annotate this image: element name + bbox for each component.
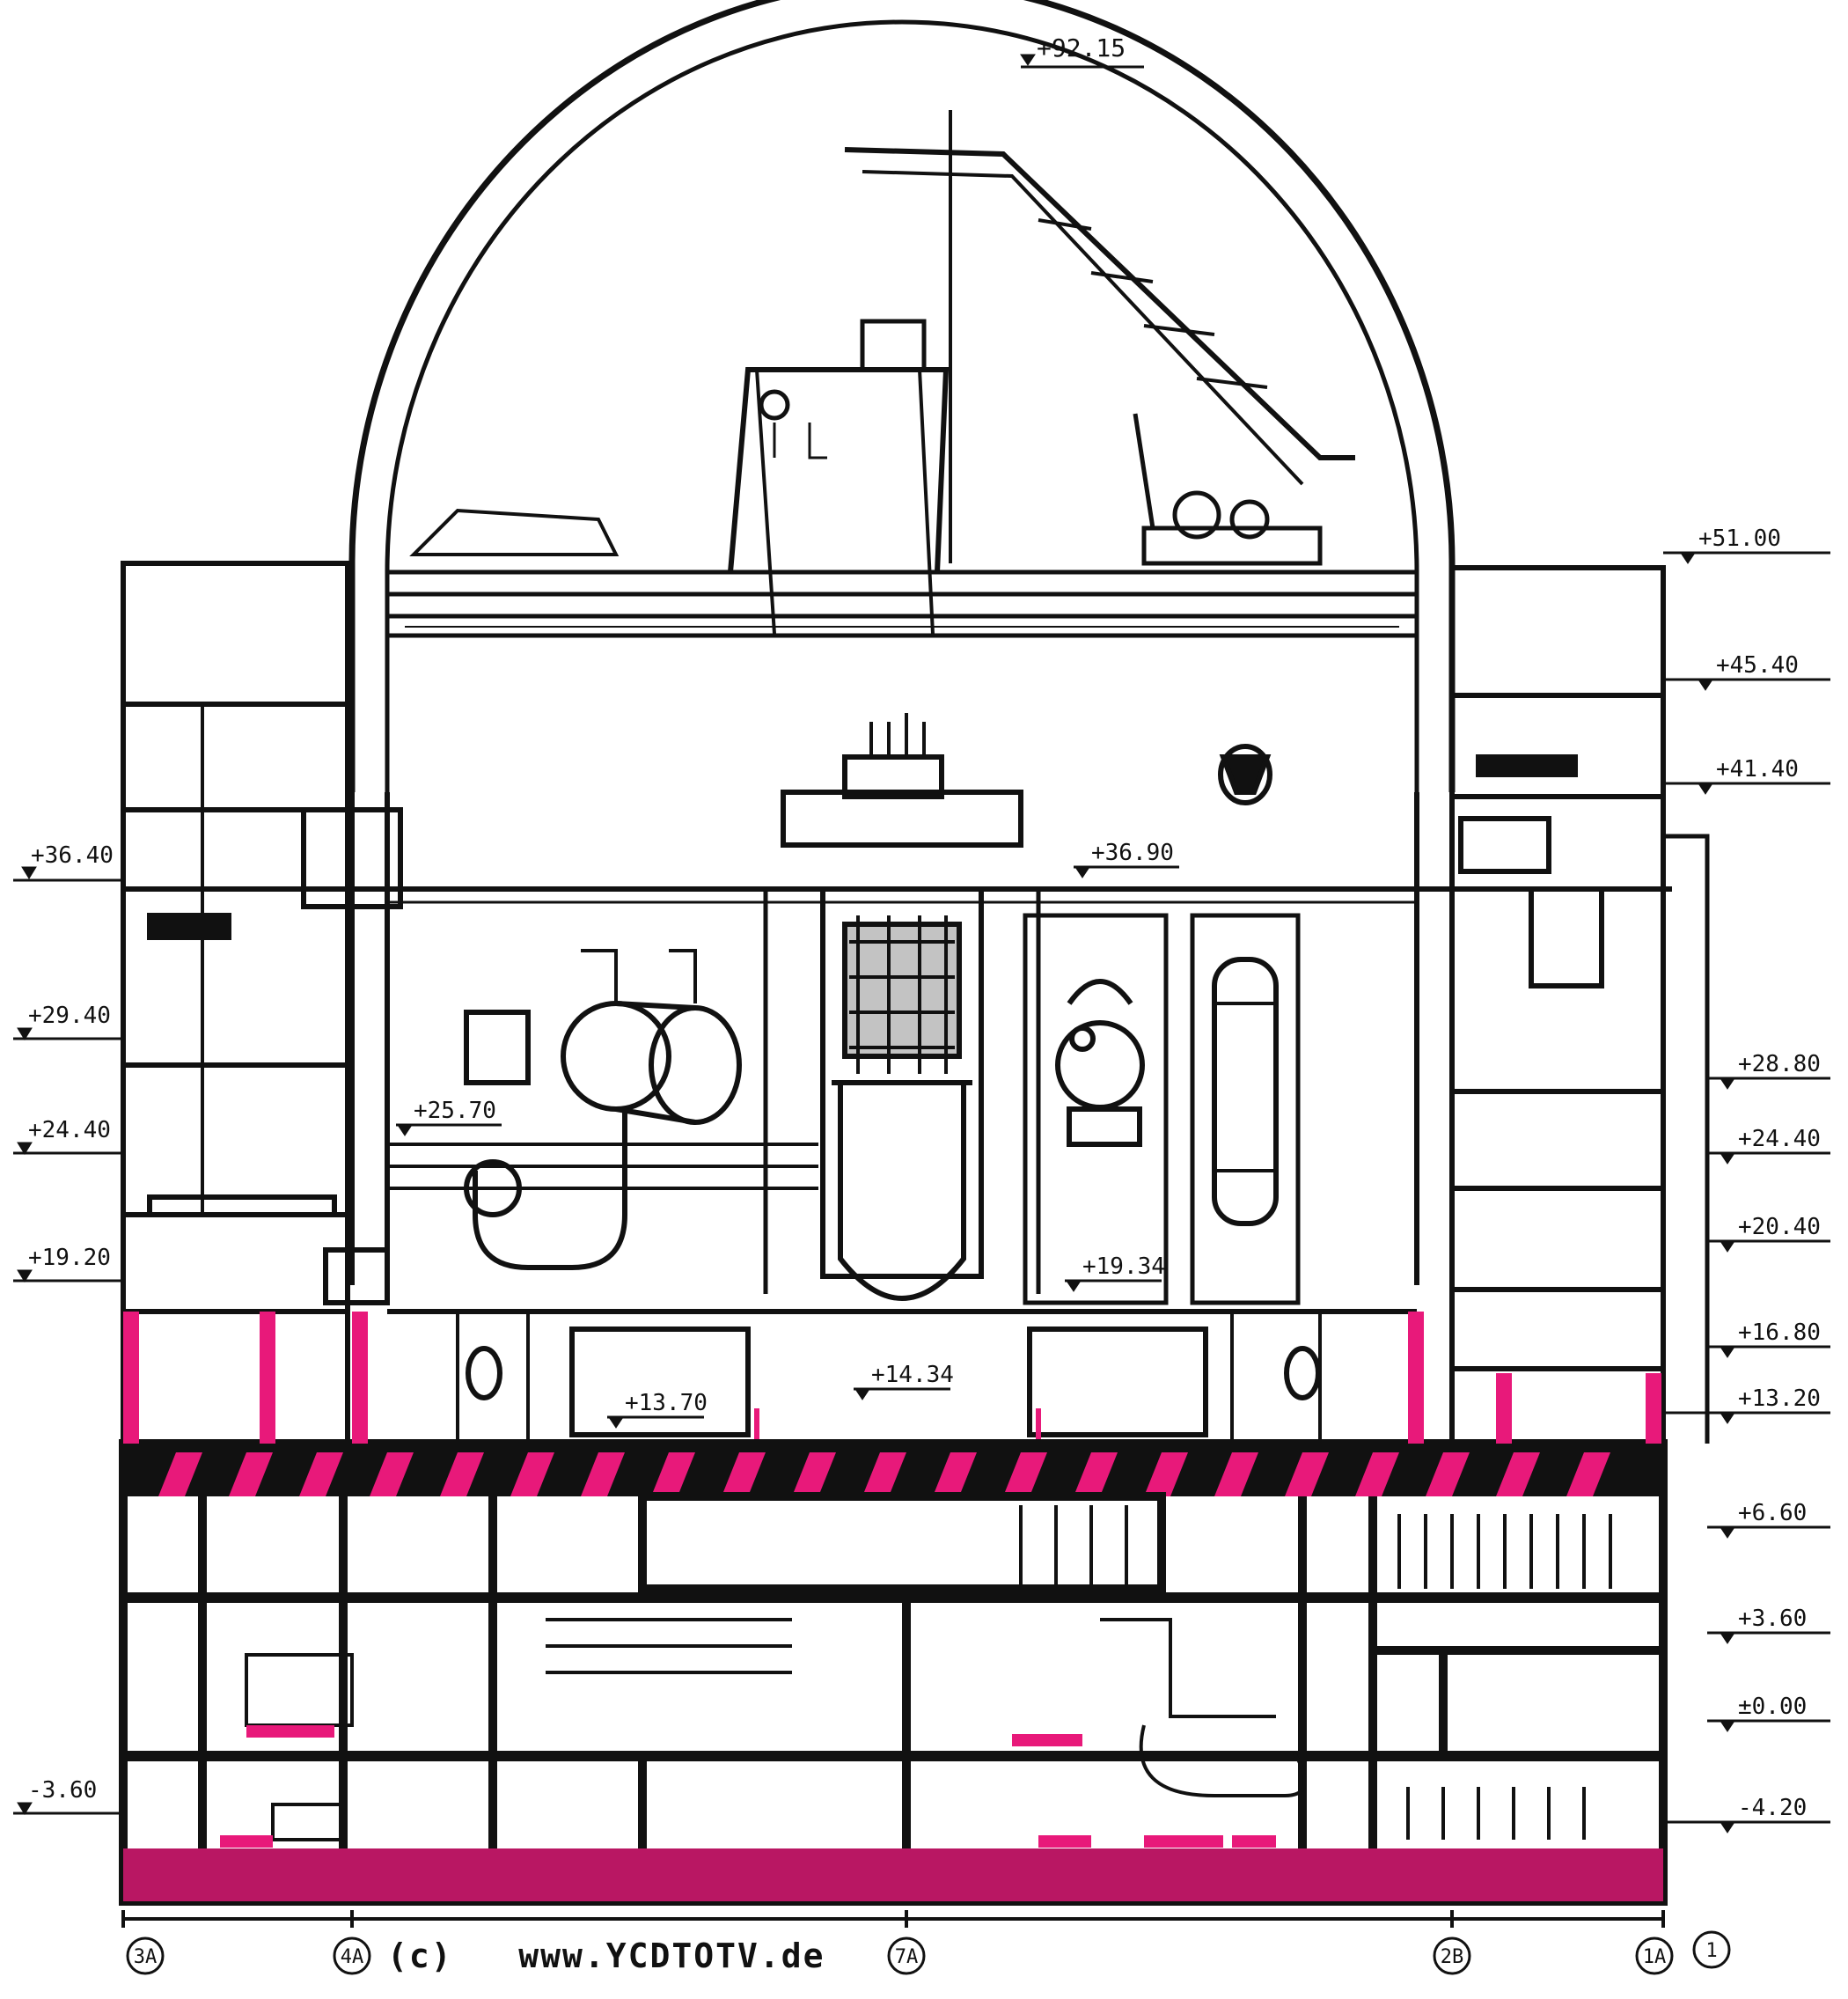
elevation-marker-right-45: +45.40 <box>1663 652 1830 691</box>
elevation-label: +36.90 <box>1091 840 1174 866</box>
left-steam-generator <box>387 949 818 1270</box>
elevation-label: +24.40 <box>28 1117 111 1143</box>
elevation-markers: +92.15 +36.40 +29.40 +24.40 +19.20 -3.60 <box>13 33 1830 1834</box>
elevation-marker-left-29: +29.40 <box>13 1003 123 1040</box>
reactor-pressure-vessel <box>763 886 1041 1301</box>
axis-bubble-1A: 1A <box>1635 1937 1674 1975</box>
copyright-notice: (c) www.YCDTOTV.de <box>387 1937 825 1975</box>
elevation-marker-right-24: +24.40 <box>1707 1126 1830 1165</box>
elevation-marker-center-25: +25.70 <box>396 1098 502 1136</box>
axis-label: 1A <box>1643 1946 1667 1968</box>
elevation-label: +16.80 <box>1738 1319 1821 1346</box>
elevation-marker-center-36: +36.90 <box>1074 840 1179 878</box>
axis-bubble-2B: 2B <box>1433 1937 1471 1975</box>
axis-bubble-7A: 7A <box>887 1937 926 1975</box>
grid-axes: 3A 4A 7A 2B 1A 1 <box>126 1930 1731 1975</box>
elevation-marker-right-13: +13.20 <box>1663 1385 1830 1424</box>
elevation-label: +20.40 <box>1738 1214 1821 1240</box>
axis-bubble-3A: 3A <box>126 1937 165 1975</box>
elevation-label: -3.60 <box>28 1777 97 1804</box>
axis-bubble-4A: 4A <box>333 1937 371 1975</box>
elevation-marker-right-41: +41.40 <box>1663 756 1830 795</box>
elevation-marker-left-m3: -3.60 <box>13 1777 123 1815</box>
axis-label: 7A <box>895 1946 919 1968</box>
elevation-marker-right-28: +28.80 <box>1707 1051 1830 1090</box>
elevation-marker-right-20: +20.40 <box>1707 1214 1830 1253</box>
basement <box>119 1312 1668 1906</box>
operating-floor <box>123 713 1672 904</box>
elevation-label: +19.34 <box>1082 1253 1165 1280</box>
axis-label: 4A <box>341 1946 364 1968</box>
elevation-label: +29.40 <box>28 1003 111 1029</box>
elevation-marker-center-14: +14.34 <box>854 1362 954 1400</box>
elevation-marker-right-6: +6.60 <box>1707 1500 1830 1539</box>
elevation-marker-left-19: +19.20 <box>13 1245 123 1282</box>
polar-crane <box>385 110 1419 638</box>
elevation-label: +36.40 <box>31 842 114 869</box>
elevation-label: +13.70 <box>625 1390 708 1416</box>
elevation-label: +3.60 <box>1738 1606 1807 1632</box>
elevation-marker-right-16: +16.80 <box>1707 1319 1830 1358</box>
axis-bubble-1: 1 <box>1692 1930 1731 1969</box>
elevation-label: +51.00 <box>1698 525 1781 552</box>
elevation-marker-right-3: +3.60 <box>1707 1606 1830 1644</box>
elevation-marker-center-19: +19.34 <box>1065 1253 1165 1292</box>
elevation-label: +6.60 <box>1738 1500 1807 1526</box>
axis-label: 3A <box>134 1946 158 1968</box>
elevation-marker-top: +92.15 <box>1020 33 1144 69</box>
right-steam-generator <box>1023 913 1301 1305</box>
elevation-marker-right-0: ±0.00 <box>1707 1694 1830 1732</box>
axis-label: 1 <box>1705 1940 1717 1962</box>
elevation-label: +13.20 <box>1738 1385 1821 1412</box>
elevation-label: +45.40 <box>1716 652 1799 679</box>
elevation-label: ±0.00 <box>1738 1694 1807 1720</box>
elevation-label: +24.40 <box>1738 1126 1821 1152</box>
elevation-label: +25.70 <box>414 1098 496 1124</box>
elevation-marker-left-24: +24.40 <box>13 1117 123 1155</box>
foundation-line <box>121 1910 1665 1928</box>
axis-label: 2B <box>1441 1946 1464 1968</box>
elevation-label: +14.34 <box>871 1362 954 1388</box>
elevation-marker-right-51: +51.00 <box>1663 525 1830 564</box>
elevation-label: +41.40 <box>1716 756 1799 783</box>
elevation-label: +19.20 <box>28 1245 111 1271</box>
elevation-label: +92.15 <box>1037 33 1126 62</box>
elevation-marker-center-13: +13.70 <box>607 1390 708 1429</box>
elevation-label: -4.20 <box>1738 1795 1807 1821</box>
elevation-label: +28.80 <box>1738 1051 1821 1077</box>
elevation-marker-right-m4: -4.20 <box>1663 1795 1830 1834</box>
elevation-marker-left-36: +36.40 <box>13 842 123 882</box>
